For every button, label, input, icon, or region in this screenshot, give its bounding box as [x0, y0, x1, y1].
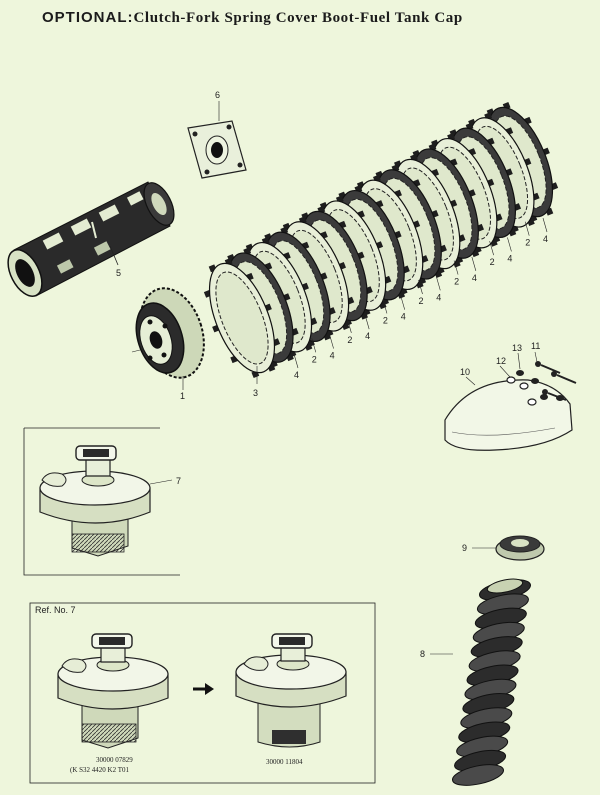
- boot-top-opening: [486, 578, 524, 594]
- fuel-tank-cap-part-7: [39, 445, 151, 557]
- ref-box-label: Ref. No. 7: [35, 605, 76, 615]
- plate-callout-label: 2: [419, 296, 424, 306]
- plate-callout-leader: [382, 299, 388, 314]
- plate-callout-label: 2: [490, 257, 495, 267]
- ref-no-7-box: [29, 602, 376, 784]
- plate-callout-leader: [400, 295, 406, 310]
- washers-part-12: [506, 376, 537, 406]
- callout-5: 5: [116, 268, 121, 278]
- plate-callout-label: 4: [472, 273, 477, 283]
- part-number-old-model: (K S32 4420 K2 T01: [70, 766, 129, 774]
- clutch-housing-part-5: [7, 181, 175, 297]
- plate-callout-label: 4: [365, 331, 370, 341]
- fuel-cap-new-type: [235, 633, 347, 748]
- title-separator: :: [127, 9, 134, 26]
- part-number-new: 30000 11804: [266, 758, 303, 766]
- plate-callout-label: 2: [525, 238, 530, 248]
- plate-callout-label: 4: [543, 234, 548, 244]
- plate-callout-leader: [471, 256, 477, 271]
- plate-callout-leader: [311, 338, 317, 353]
- lock-washers-part-13: [516, 370, 564, 401]
- plate-callout-label: 4: [330, 351, 335, 361]
- plate-callouts: 4 2 4 2 4 2 4 2 4 2 4 2 4 2 4: [293, 217, 548, 380]
- plate-callout-label: 2: [454, 277, 459, 287]
- callout-9: 9: [462, 543, 467, 553]
- callout-7: 7: [176, 476, 181, 486]
- callout-3: 3: [253, 388, 258, 398]
- plate-callout-leader: [524, 221, 530, 236]
- plate-part-6: [187, 120, 247, 179]
- plate-inner-ring: [215, 271, 269, 365]
- title-prefix: OPTIONAL: [42, 9, 128, 26]
- callout-6: 6: [215, 90, 220, 100]
- clutch-plate-stack: [203, 101, 559, 379]
- grommet-part-9: [495, 535, 545, 561]
- title-rest: Clutch-Fork Spring Cover Boot-Fuel Tank …: [133, 10, 463, 26]
- plate-callout-label: 2: [383, 315, 388, 325]
- plate-callout-leader: [507, 237, 512, 252]
- plate-callout-leader: [347, 318, 352, 333]
- callout-12: 12: [496, 356, 506, 366]
- fork-boot-part-8: [451, 578, 532, 786]
- callout-10: 10: [460, 367, 470, 377]
- plate-callout-leader: [435, 276, 441, 291]
- page-title: OPTIONAL:Clutch-Fork Spring Cover Boot-F…: [42, 9, 463, 27]
- plate-callout-label: 2: [312, 354, 317, 364]
- plate-callout-leader: [418, 279, 423, 295]
- plate-callout-label: 4: [294, 370, 299, 380]
- fuel-cap-old-type: [57, 633, 169, 749]
- spring-cover-part-10: [444, 379, 573, 451]
- plate-callout-label: 4: [436, 292, 441, 302]
- plate-callout-leader: [453, 260, 459, 275]
- fuel-cap-frame: [23, 427, 180, 576]
- plate-callout-leader: [489, 241, 494, 256]
- clutch-plate: [203, 257, 281, 379]
- plate-callout-leader: [293, 353, 299, 369]
- plate-callout-label: 4: [507, 253, 512, 263]
- part-number-old: 30000 07829: [96, 756, 133, 764]
- plate-callout-label: 4: [401, 312, 406, 322]
- callout-11: 11: [531, 341, 540, 351]
- callout-8: 8: [420, 649, 425, 659]
- plate-callout-label: 2: [347, 335, 352, 345]
- plate-callout-leader: [364, 315, 370, 330]
- plate-callout-leader: [542, 217, 548, 233]
- replacement-arrow: [193, 683, 214, 695]
- boot-fold: [451, 764, 505, 786]
- callout-13: 13: [512, 343, 522, 353]
- callout-1: 1: [180, 391, 185, 401]
- clutch-hub-part-1: [135, 287, 205, 379]
- plate-callout-leader: [329, 334, 334, 349]
